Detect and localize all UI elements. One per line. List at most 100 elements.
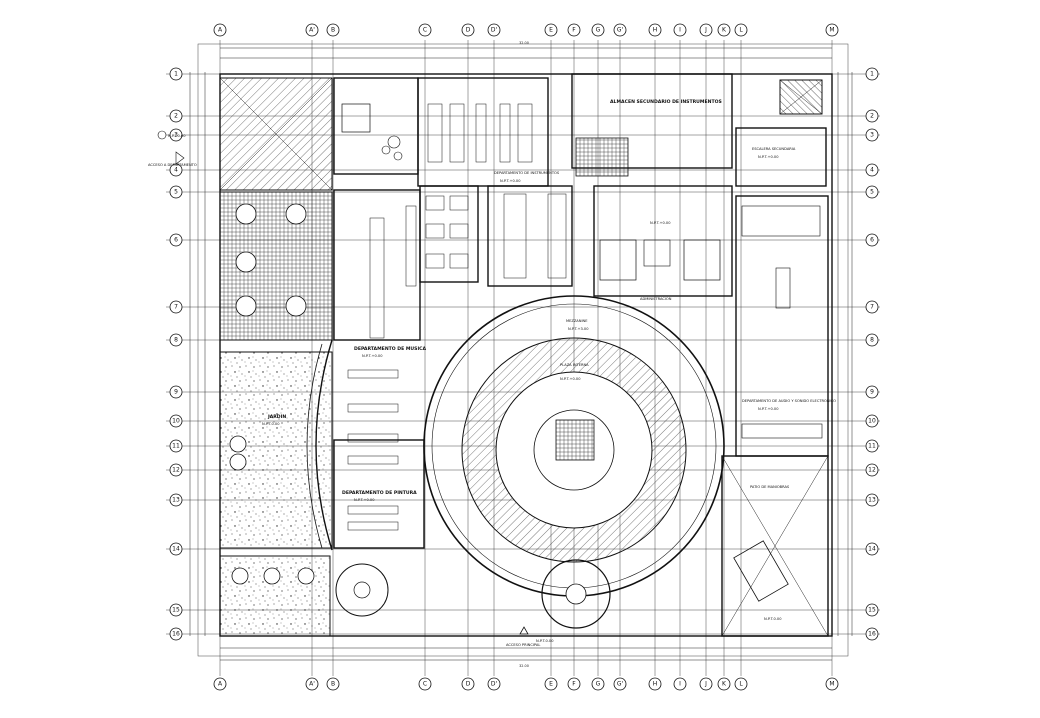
- svg-text:14: 14: [172, 546, 180, 553]
- svg-text:D': D': [491, 681, 498, 688]
- grid-bubble-row: 5: [865, 185, 879, 199]
- svg-text:6: 6: [870, 237, 874, 244]
- svg-text:F: F: [572, 27, 576, 34]
- grid-bubble-col: I: [673, 677, 687, 691]
- svg-text:4: 4: [870, 167, 874, 174]
- grid-bubble-row: 9: [169, 385, 183, 399]
- svg-text:14: 14: [868, 546, 876, 553]
- grid-bubble-col: C: [418, 23, 432, 37]
- grid-bubble-col: D': [487, 677, 501, 691]
- instruments-dept-label: DEPARTAMENTO DE INSTRUMENTOS: [494, 171, 560, 175]
- music-dept-level: N.P.T.+0.00: [362, 354, 383, 358]
- grid-bubble-col: H: [648, 677, 662, 691]
- svg-text:13: 13: [172, 497, 180, 504]
- svg-text:J: J: [704, 27, 707, 34]
- svg-text:3: 3: [870, 132, 874, 139]
- svg-text:10: 10: [172, 418, 180, 425]
- grid-bubble-row: 2: [169, 109, 183, 123]
- grid-bubble-col: C: [418, 677, 432, 691]
- maneuvering-yard: PATIO DE MANIOBRAS N.P.T.0.00: [721, 455, 829, 637]
- svg-text:1: 1: [870, 71, 874, 78]
- svg-text:K: K: [722, 681, 727, 688]
- svg-text:E: E: [549, 681, 553, 688]
- grid-bubble-row: 14: [169, 542, 183, 556]
- grid-bubble-row: 11: [865, 439, 879, 453]
- grid-bubble-col: A': [305, 23, 319, 37]
- svg-text:D': D': [491, 27, 498, 34]
- painting-dept-level: N.P.T.+0.00: [354, 498, 375, 502]
- secondary-stair: ESCALERA SECUNDARIA N.P.T.+0.00: [735, 79, 827, 187]
- painting-department: DEPARTAMENTO DE PINTURA N.P.T.+0.00: [333, 439, 425, 549]
- music-practice-benches: [347, 369, 399, 443]
- classroom-block: [487, 185, 573, 287]
- grid-bubble-col: A': [305, 677, 319, 691]
- svg-text:12: 12: [172, 467, 180, 474]
- restrooms: [419, 185, 479, 283]
- mezzanine-level: N.P.T.+3.00: [568, 327, 589, 331]
- audio-dept-label: DEPARTAMENTO DE AUDIO Y SONIDO ELECTRONI…: [742, 399, 836, 403]
- svg-text:A': A': [309, 681, 315, 688]
- spiral-stair: [541, 559, 611, 629]
- svg-text:B: B: [331, 681, 335, 688]
- grid-bubble-col: G: [591, 677, 605, 691]
- svg-text:I: I: [679, 681, 681, 688]
- spiral-stair-left: [335, 563, 389, 617]
- grid-bubble-row: 15: [865, 603, 879, 617]
- grid-bubble-row: 6: [865, 233, 879, 247]
- grid-bubble-col: F: [567, 23, 581, 37]
- svg-text:16: 16: [172, 631, 180, 638]
- svg-text:C: C: [423, 27, 427, 34]
- svg-text:15: 15: [172, 607, 180, 614]
- grid-bubble-row: 1: [169, 67, 183, 81]
- svg-text:F: F: [572, 681, 576, 688]
- svg-text:A: A: [218, 681, 223, 688]
- grid-bubble-col: B: [326, 677, 340, 691]
- svg-text:8: 8: [174, 337, 178, 344]
- svg-text:11: 11: [172, 443, 180, 450]
- grid-bubble-row: 5: [169, 185, 183, 199]
- grid-bubble-row: 14: [865, 542, 879, 556]
- grid-bubble-col: J: [699, 23, 713, 37]
- left-markers: N.P.T.0.00 ACCESO A DEPARTAMENTO: [148, 130, 197, 167]
- svg-text:G: G: [596, 681, 601, 688]
- grid-bubble-row: 12: [865, 463, 879, 477]
- svg-text:2: 2: [174, 113, 178, 120]
- svg-text:7: 7: [174, 304, 178, 311]
- svg-text:16: 16: [868, 631, 876, 638]
- administration: ADMINISTRACION N.P.T.+0.00: [593, 185, 733, 301]
- grid-bubble-row: 7: [865, 300, 879, 314]
- mezzanine-label: MEZZANINE: [566, 319, 588, 323]
- grid-bubble-col: B: [326, 23, 340, 37]
- np-marker-left: N.P.T.0.00: [168, 134, 186, 138]
- grid-bubble-row: 10: [169, 414, 183, 428]
- instrument-room: [333, 77, 419, 175]
- instruments-dept-level: N.P.T.+0.00: [500, 179, 521, 183]
- storage-label: ALMACEN SECUNDARIO DE INSTRUMENTOS: [610, 99, 722, 105]
- yard-level: N.P.T.0.00: [764, 617, 782, 621]
- grid-bubble-col: A: [213, 677, 227, 691]
- svg-text:D: D: [466, 27, 471, 34]
- grid-bubble-row: 16: [865, 627, 879, 641]
- jardin-level: N.P.T.0.00: [262, 422, 280, 426]
- roof-block-top-left: [219, 77, 333, 191]
- instruments-department: DEPARTAMENTO DE INSTRUMENTOS N.P.T.+0.00: [417, 77, 560, 187]
- grid-bubble-row: 11: [169, 439, 183, 453]
- grid-bubble-row: 16: [169, 627, 183, 641]
- svg-text:G': G': [617, 681, 624, 688]
- svg-text:K: K: [722, 27, 727, 34]
- admin-label: ADMINISTRACION: [640, 297, 672, 301]
- svg-text:A': A': [309, 27, 315, 34]
- svg-text:10: 10: [868, 418, 876, 425]
- grid-bubble-row: 4: [865, 163, 879, 177]
- grid-bubble-row: 13: [865, 493, 879, 507]
- grid-bubble-row: 10: [865, 414, 879, 428]
- grid-bubble-col: H: [648, 23, 662, 37]
- grid-bubble-col: L: [734, 23, 748, 37]
- svg-text:C: C: [423, 681, 427, 688]
- grid-bubble-row: 12: [169, 463, 183, 477]
- painting-dept-label: DEPARTAMENTO DE PINTURA: [342, 490, 417, 496]
- music-dept-label: DEPARTAMENTO DE MUSICA: [354, 346, 427, 352]
- grid-bubble-col: M: [825, 23, 839, 37]
- grid-bubble-row: 3: [169, 128, 183, 142]
